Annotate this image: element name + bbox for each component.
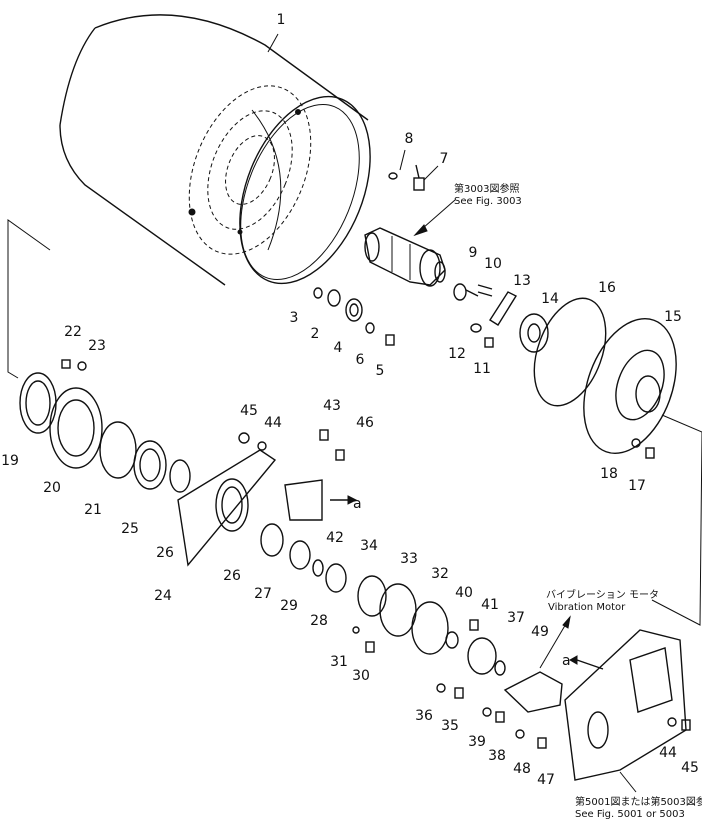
callout-5: 5 xyxy=(376,363,385,379)
letter-a-lower: a xyxy=(562,653,571,669)
callout-13: 13 xyxy=(513,273,531,289)
callout-9: 9 xyxy=(469,245,478,261)
callout-3: 3 xyxy=(290,310,299,326)
callout-17: 17 xyxy=(628,478,646,494)
parts-2-6 xyxy=(313,287,395,346)
callout-8: 8 xyxy=(405,131,414,147)
callout-1: 1 xyxy=(277,12,286,28)
callout-25: 25 xyxy=(121,521,139,537)
callout-24: 24 xyxy=(154,588,172,604)
callout-45: 45 xyxy=(681,760,699,776)
callout-49: 49 xyxy=(531,624,549,640)
vibration-motor xyxy=(503,615,571,713)
note-motor-en: Vibration Motor xyxy=(548,602,626,613)
callout-36: 36 xyxy=(415,708,433,724)
callout-2: 2 xyxy=(311,326,320,342)
callout-19: 19 xyxy=(1,453,19,469)
callout-12: 12 xyxy=(448,346,466,362)
callout-40: 40 xyxy=(455,585,473,601)
callout-44: 44 xyxy=(659,745,677,761)
callout-7: 7 xyxy=(440,151,449,167)
callout-38: 38 xyxy=(488,748,506,764)
callout-41: 41 xyxy=(481,597,499,613)
left-parts xyxy=(19,359,191,493)
callout-45: 45 xyxy=(240,403,258,419)
callout-43: 43 xyxy=(323,398,341,414)
middle-parts xyxy=(260,523,506,676)
callout-18: 18 xyxy=(600,466,618,482)
callout-47: 47 xyxy=(537,772,555,788)
note-fig5001-jp: 第5001図または第5003図参照 xyxy=(575,795,702,808)
callout-46: 46 xyxy=(356,415,374,431)
part-24-plate xyxy=(177,449,277,567)
bottom-bolts xyxy=(436,683,547,749)
callout-26: 26 xyxy=(223,568,241,584)
callout-20: 20 xyxy=(43,480,61,496)
callout-21: 21 xyxy=(84,502,102,518)
callout-28: 28 xyxy=(310,613,328,629)
callout-6: 6 xyxy=(356,352,365,368)
motor-bracket xyxy=(564,629,691,793)
callout-31: 31 xyxy=(330,654,348,670)
callout-48: 48 xyxy=(513,761,531,777)
callout-10: 10 xyxy=(484,256,502,272)
note-fig3003-jp: 第3003図参照 xyxy=(454,182,519,195)
callout-30: 30 xyxy=(352,668,370,684)
callout-44: 44 xyxy=(264,415,282,431)
part-42-block xyxy=(238,429,358,521)
part-14-coupling xyxy=(519,313,549,353)
leader-right xyxy=(651,414,702,626)
callout-23: 23 xyxy=(88,338,106,354)
callout-15: 15 xyxy=(664,309,682,325)
callout-29: 29 xyxy=(280,598,298,614)
callout-11: 11 xyxy=(473,361,491,377)
note-motor-jp: バイブレーション モータ xyxy=(546,588,659,601)
callout-35: 35 xyxy=(441,718,459,734)
callout-32: 32 xyxy=(431,566,449,582)
part-16-oring xyxy=(533,297,607,407)
part-8-washer xyxy=(388,172,398,180)
part-15-flange xyxy=(583,317,677,459)
shaft-assembly xyxy=(364,199,456,287)
callout-26: 26 xyxy=(156,545,174,561)
note-fig3003-en: See Fig. 3003 xyxy=(454,196,522,207)
callout-numbers: 1879101314161512113246522231920212526454… xyxy=(1,12,699,788)
callout-33: 33 xyxy=(400,551,418,567)
note-fig5001-en: See Fig. 5001 or 5003 xyxy=(575,809,685,820)
callout-27: 27 xyxy=(254,586,272,602)
callout-22: 22 xyxy=(64,324,82,340)
callout-42: 42 xyxy=(326,530,344,546)
callout-39: 39 xyxy=(468,734,486,750)
leader-left xyxy=(7,219,51,379)
callout-37: 37 xyxy=(507,610,525,626)
drum-shell xyxy=(59,14,371,286)
callout-14: 14 xyxy=(541,291,559,307)
callout-34: 34 xyxy=(360,538,378,554)
callout-4: 4 xyxy=(334,340,343,356)
part-7-bolt xyxy=(413,164,425,191)
parts-9-13 xyxy=(453,283,517,348)
letter-a-upper: a xyxy=(353,496,362,512)
callout-16: 16 xyxy=(598,280,616,296)
